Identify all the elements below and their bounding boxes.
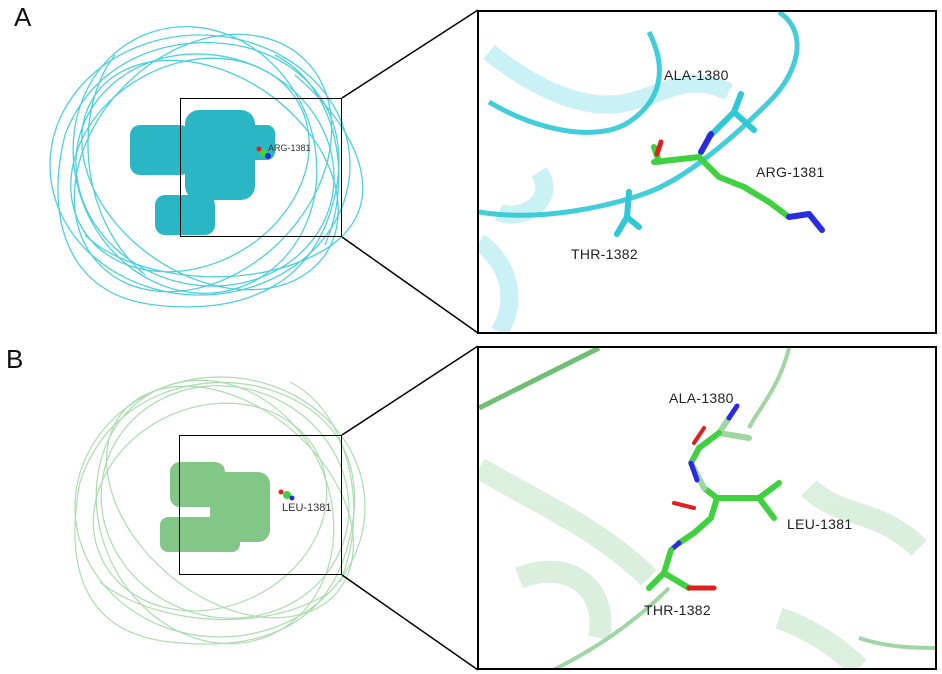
panel-a-letter: A: [14, 2, 32, 32]
panel-a-inset-box: [180, 98, 342, 237]
panel-a-overview-label: ARG-1381: [268, 143, 311, 153]
panel-a-overview-structure: [49, 26, 364, 308]
panel-a-label-thr: THR-1382: [571, 246, 638, 262]
panel-b-overview-label: LEU-1381: [282, 502, 332, 514]
panel-b-zoom-view: ALA-1380 LEU-1381 THR-1382: [477, 346, 937, 670]
panel-b-label-thr: THR-1382: [644, 602, 711, 618]
panel-a-zoom-view: ALA-1380 ARG-1381 THR-1382: [477, 10, 937, 334]
panel-b-overview-structure: [74, 376, 366, 645]
panel-a-label-ala: ALA-1380: [664, 67, 729, 83]
panel-b-label-leu: LEU-1381: [787, 516, 853, 532]
panel-b-zoom-structure: [479, 348, 935, 668]
panel-a-label-arg: ARG-1381: [756, 164, 825, 180]
panel-a-zoom-structure: [479, 12, 825, 332]
panel-b-letter: B: [6, 344, 24, 374]
panel-b-label-ala: ALA-1380: [669, 390, 734, 406]
panel-b-inset-box: [179, 435, 342, 575]
